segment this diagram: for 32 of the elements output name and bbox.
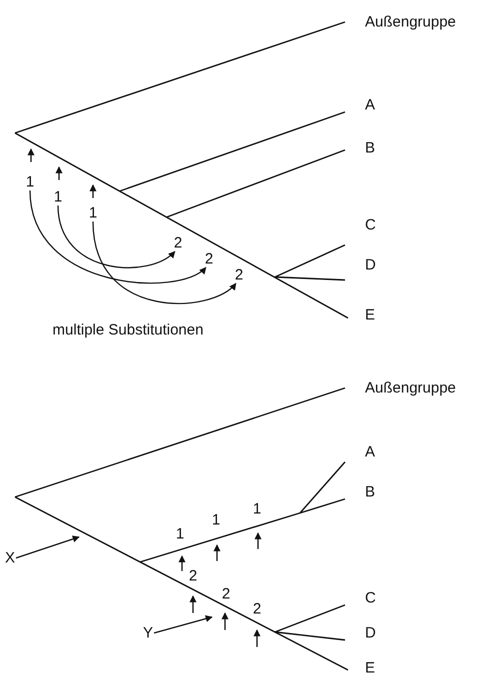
taxon-label: C [365,590,376,606]
taxon-label: E [365,660,376,676]
substitution-number: 2 [252,602,262,616]
letter-label: Y [143,626,153,640]
substitution-number: 2 [234,268,244,282]
substitution-number: 1 [252,502,262,516]
taxon-label: A [365,444,376,460]
arrow [16,536,80,559]
substitution-number: 1 [54,190,62,204]
substitution-number: 1 [212,512,220,528]
taxon-label: A [365,98,376,112]
curved-arrow [29,190,206,284]
substitution-number: 2 [204,252,214,266]
caption-text: multiple Substitutionen [52,322,204,338]
substitution-number: 1 [176,526,184,542]
substitution-number: 1 [88,206,98,220]
taxon-label: B [365,484,376,500]
taxon-label: B [365,140,376,156]
substitution-number: 2 [188,568,198,584]
curved-arrow [57,205,176,268]
letter-label: X [5,550,15,566]
taxon-label: D [365,258,376,272]
substitution-number: 2 [174,236,182,250]
substitution-number: 1 [26,174,34,190]
taxon-label: Außengruppe [365,380,456,396]
substitution-number: 2 [222,586,230,602]
taxon-label: Außengruppe [365,14,456,30]
arrow [154,615,213,634]
taxon-label: D [365,626,376,640]
taxon-label: C [365,218,376,232]
taxon-label: E [365,308,376,322]
curved-arrow [92,221,236,304]
